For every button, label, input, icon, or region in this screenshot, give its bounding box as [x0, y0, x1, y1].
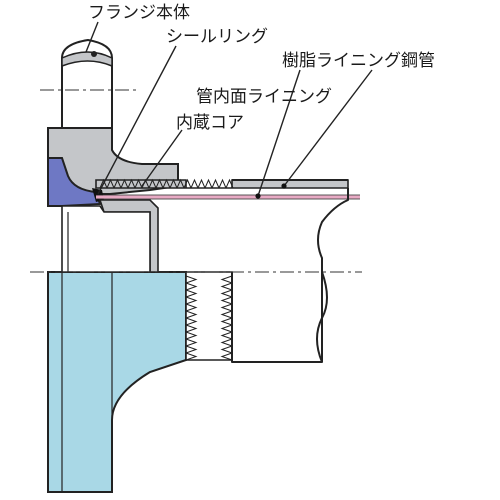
thread-tooth [185, 310, 233, 319]
flange-hub-gray [47, 127, 179, 195]
pipe-break-lower [316, 271, 328, 363]
leader-core [141, 129, 183, 187]
thread-tooth [185, 352, 233, 361]
thread-tooth [106, 178, 115, 189]
thread-tooth [113, 178, 122, 189]
flange-lower-section [47, 271, 187, 493]
thread-tooth [185, 289, 233, 298]
thread-tooth [169, 178, 178, 189]
thread-tooth [185, 303, 233, 312]
thread-tooth [211, 178, 220, 189]
flange-bore-upper [61, 205, 151, 273]
leader-resin-pipe [283, 69, 373, 187]
label-flange-body: フランジ本体 [88, 3, 190, 23]
thread-tooth [127, 178, 136, 189]
label-built-in-core: 内蔵コア [176, 113, 244, 133]
seal-ring [47, 157, 102, 207]
thread-tooth [155, 178, 164, 189]
dot-pipe [281, 183, 287, 189]
thread-tooth [185, 338, 233, 347]
thread-tooth [134, 178, 143, 189]
thread-tooth [185, 317, 233, 326]
thread-tooth [148, 178, 157, 189]
thread-tooth [225, 178, 234, 189]
thread-tooth [218, 178, 227, 189]
thread-tooth [197, 178, 206, 189]
thread-tooth [185, 331, 233, 340]
thread-tooth [185, 282, 233, 291]
thread-tooth [176, 178, 185, 189]
label-inner-lining: 管内面ライニング [196, 87, 332, 107]
pipe-lower-body [231, 272, 323, 363]
pipe-break-upper [317, 188, 349, 272]
thread-tooth [190, 178, 199, 189]
flange-neck-cap [61, 51, 113, 68]
neck-bolt-dot [91, 51, 97, 57]
label-seal-ring: シールリング [166, 27, 268, 47]
upper-thread-teeth [99, 178, 234, 189]
thread-tooth [185, 275, 233, 284]
thread-tooth [162, 178, 171, 189]
leader-flange-body [85, 21, 99, 53]
thread-tooth [183, 178, 192, 189]
thread-tooth [99, 178, 108, 189]
dot-lining [255, 193, 261, 199]
thread-tooth [185, 296, 233, 305]
leader-inner-lining [257, 69, 301, 197]
label-resin-lined-pipe: 樹脂ライニング鋼管 [282, 51, 435, 71]
leader-seal-ring [97, 45, 177, 195]
thread-tooth [120, 178, 129, 189]
thread-tooth [185, 324, 233, 333]
thread-tooth [185, 345, 233, 354]
lower-thread-teeth [185, 275, 233, 361]
thread-tooth [204, 178, 213, 189]
